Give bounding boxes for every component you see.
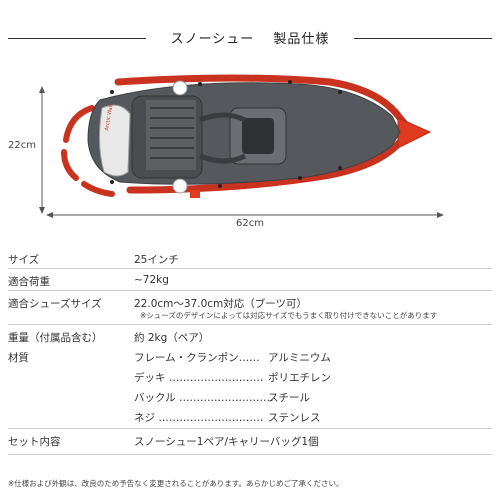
material-part: フレーム・クランポン……	[134, 352, 260, 364]
spec-key: 材質	[8, 352, 29, 364]
header-rule-left	[8, 38, 146, 39]
spec-key: 適合シューズサイズ	[8, 298, 102, 310]
divider	[8, 454, 492, 455]
header-rule-right	[354, 38, 492, 39]
spec-value: 25インチ	[134, 254, 179, 266]
material-part: バックル ………………………	[134, 392, 274, 404]
divider	[8, 268, 492, 269]
material-part: ネジ …………………………	[134, 412, 264, 424]
footer-disclaimer: ※仕様および外観は、改良のため予告なく変更されることがあります。あらかじめご了承…	[8, 479, 344, 488]
spec-row-material-0: 材質 フレーム・クランポン…… アルミニウム	[6, 350, 496, 366]
spec-key: 適合荷重	[8, 276, 50, 288]
page-title: スノーシュー 製品仕様	[170, 32, 330, 47]
spec-value: 約 2kg（ペア）	[134, 332, 210, 344]
spec-row-material-3: ネジ ………………………… ステンレス	[6, 410, 496, 426]
width-label: 62cm	[236, 218, 264, 229]
material-value: ステンレス	[268, 412, 321, 424]
spec-row-shoe-size: 適合シューズサイズ 22.0cm～37.0cm対応（ブーツ可）	[6, 296, 496, 312]
spec-row-weight: 重量（付属品含む） 約 2kg（ペア）	[6, 330, 496, 346]
spec-value: 22.0cm～37.0cm対応（ブーツ可）	[134, 298, 308, 310]
spec-key: サイズ	[8, 254, 40, 266]
spec-row-material-1: デッキ ……………………… ポリエチレン	[6, 370, 496, 386]
spec-key: セット内容	[8, 436, 61, 448]
section-header: スノーシュー 製品仕様	[0, 28, 500, 48]
material-value: ポリエチレン	[268, 372, 331, 384]
spec-row-contents: セット内容 スノーシュー1ペア/キャリーバッグ1個	[6, 434, 496, 450]
divider	[8, 428, 492, 429]
shoe-size-note: ※シューズのデザインによっては対応サイズでもうまく取り付けできないことがあります	[140, 311, 438, 320]
spec-key: 重量（付属品含む）	[8, 332, 103, 344]
spec-value: ~72kg	[134, 274, 169, 286]
material-value: スチール	[268, 392, 310, 404]
divider	[8, 290, 492, 291]
spec-row-size: サイズ 25インチ	[6, 252, 496, 268]
height-label: 22cm	[8, 140, 36, 151]
snowshoe-image	[39, 74, 444, 218]
spec-row-material-2: バックル ……………………… スチール	[6, 390, 496, 406]
spec-row-load: 適合荷重 ~72kg	[6, 274, 496, 290]
spec-value: スノーシュー1ペア/キャリーバッグ1個	[134, 436, 319, 448]
product-illustration: 22cm 62cm Arctic Walk	[0, 60, 500, 240]
divider	[8, 324, 492, 325]
material-value: アルミニウム	[268, 352, 331, 364]
material-part: デッキ ………………………	[134, 372, 264, 384]
